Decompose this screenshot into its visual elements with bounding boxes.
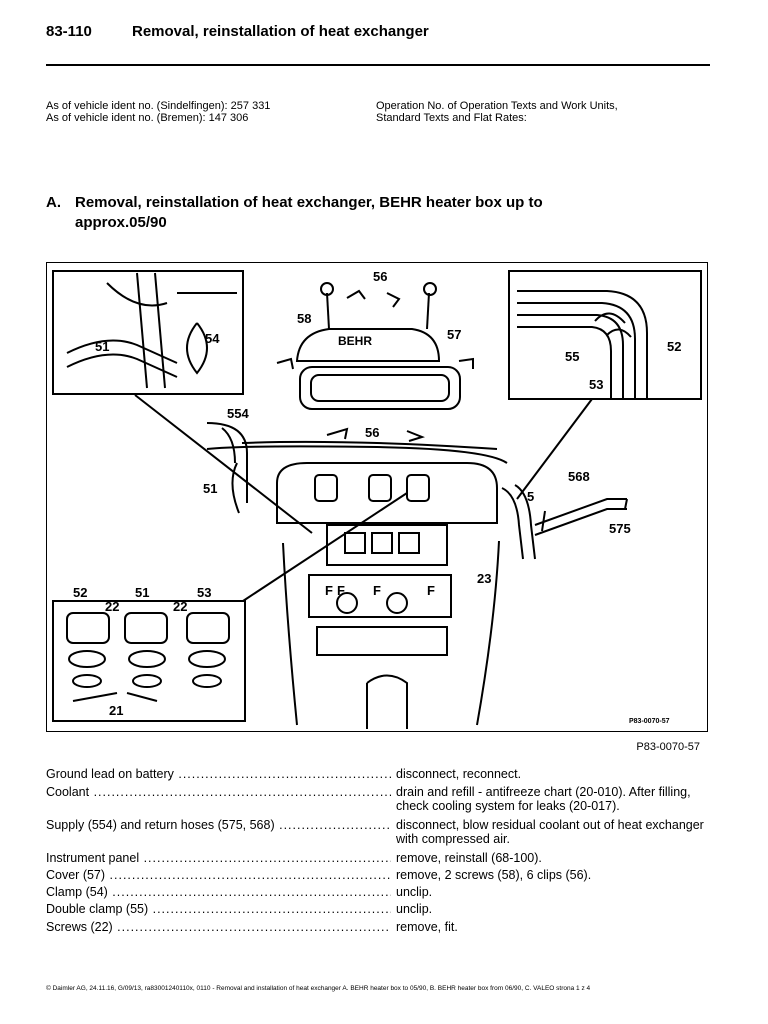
step-label: Clamp (54) [46, 885, 391, 899]
callout-568: 568 [568, 469, 590, 484]
step-label: Cover (57) [46, 868, 391, 882]
callout-54: 54 [205, 331, 220, 346]
callout-5: 5 [527, 489, 534, 504]
figure-caption: P83-0070-57 [636, 741, 700, 753]
panel-letter-3: F [373, 583, 381, 598]
figure-frame: 56 58 57 56 554 51 5 568 575 23 51 54 55… [46, 262, 708, 732]
step-value: unclip. [396, 885, 433, 899]
leader-inset-1 [134, 394, 313, 534]
step-label: Supply (554) and return hoses (575, 568) [46, 818, 391, 832]
inset-screws-22 [52, 600, 246, 722]
step-label: Instrument panel [46, 851, 391, 865]
ident-sindelfingen: As of vehicle ident no. (Sindelfingen): … [46, 100, 271, 112]
exploded-diagram: 56 58 57 56 554 51 5 568 575 23 51 54 55… [52, 269, 702, 729]
page-title: Removal, reinstallation of heat exchange… [132, 23, 429, 40]
inset-clamp-55 [508, 270, 702, 400]
callout-56-bottom: 56 [365, 425, 379, 440]
callout-23: 23 [477, 571, 491, 586]
step-value: disconnect, reconnect. [396, 767, 522, 781]
step-value: remove, 2 screws (58), 6 clips (56). [396, 868, 592, 882]
figure-inner-code: P83-0070-57 [629, 718, 670, 725]
panel-letter-2: F [337, 583, 345, 598]
hose-51-drawing [66, 339, 178, 378]
step-label: Screws (22) [46, 920, 391, 934]
callout-575: 575 [609, 521, 631, 536]
section-letter: A. [46, 194, 61, 211]
ident-bremen: As of vehicle ident no. (Bremen): 147 30… [46, 112, 249, 124]
step-label: Coolant [46, 785, 391, 799]
callout-51-inset-b: 51 [135, 585, 149, 600]
callout-58: 58 [297, 311, 311, 326]
leader-inset-2 [516, 398, 593, 500]
callout-55: 55 [565, 349, 579, 364]
callout-554: 554 [227, 406, 249, 421]
step-value: remove, reinstall (68-100). [396, 851, 542, 865]
callout-22-b: 22 [173, 599, 187, 614]
behr-brand: BEHR [338, 334, 372, 348]
callout-51: 51 [203, 481, 217, 496]
step-label: Double clamp (55) [46, 902, 391, 916]
panel-letter-1: F [325, 583, 333, 598]
leader-inset-3 [242, 492, 408, 602]
step-value: disconnect, blow residual coolant out of… [396, 818, 704, 846]
step-value: remove, fit. [396, 920, 458, 934]
ident-left: As of vehicle ident no. (Sindelfingen): … [46, 100, 270, 124]
step-value: unclip. [396, 902, 433, 916]
page-footer: © Daimler AG, 24.11.16, G/09/13, ra83001… [46, 985, 591, 992]
step-label: Ground lead on battery [46, 767, 391, 781]
section-code: 83-110 [46, 23, 92, 40]
callout-22-a: 22 [105, 599, 119, 614]
panel-letter-4: F [427, 583, 435, 598]
callout-21: 21 [109, 703, 123, 718]
callout-51-inset: 51 [95, 339, 109, 354]
hose-554 [206, 422, 248, 503]
heater-box [276, 462, 498, 524]
callout-52-inset: 52 [73, 585, 87, 600]
callout-56-top: 56 [373, 269, 387, 284]
callout-52: 52 [667, 339, 681, 354]
hose-575-568 [534, 498, 627, 536]
section-title: Removal, reinstallation of heat exchange… [75, 194, 543, 231]
callout-53: 53 [589, 377, 603, 392]
cover-57 [295, 328, 441, 362]
callout-53-inset: 53 [197, 585, 211, 600]
ident-right: Operation No. of Operation Texts and Wor… [376, 100, 618, 124]
callout-57: 57 [447, 327, 461, 342]
step-value: drain and refill - antifreeze chart (20-… [396, 785, 691, 813]
header-rule [46, 64, 710, 66]
operation-no-line2: Standard Texts and Flat Rates: [376, 112, 527, 124]
operation-no-line1: Operation No. of Operation Texts and Wor… [376, 100, 618, 112]
inset-clamp-54 [52, 270, 244, 395]
